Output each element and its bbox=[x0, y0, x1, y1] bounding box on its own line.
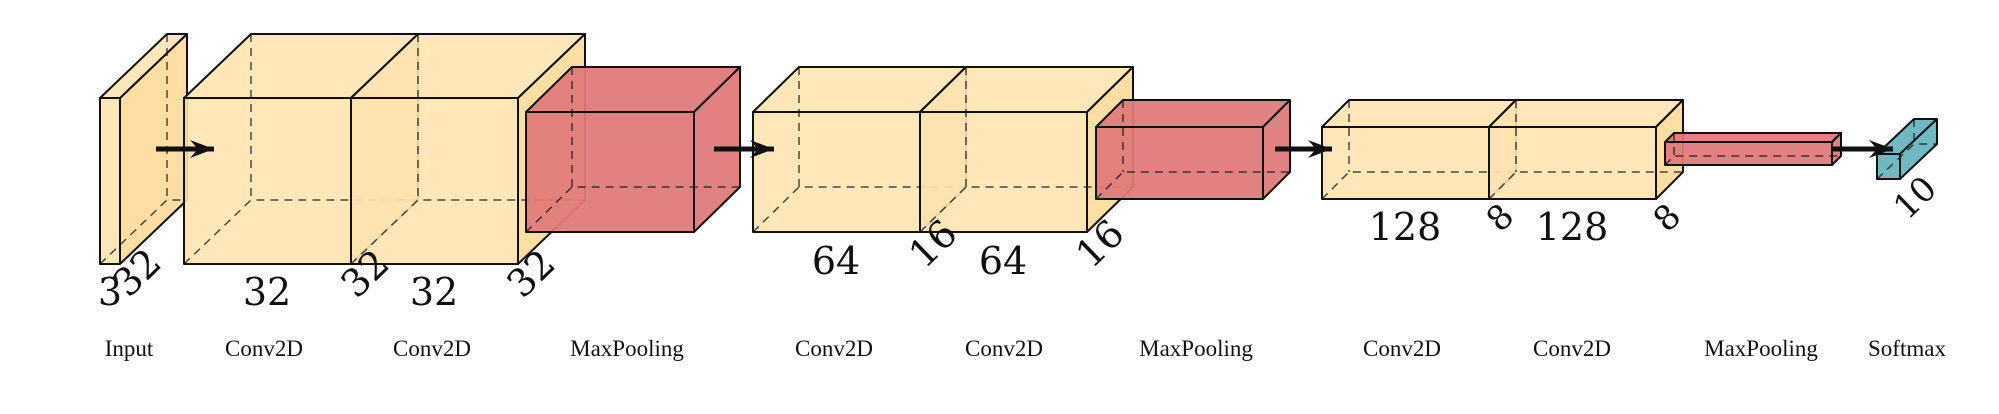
dim-conv5-size: 8 bbox=[1479, 196, 1522, 240]
layer-label-conv2d-5: Conv2D bbox=[1363, 336, 1441, 361]
layer-label-conv2d-4: Conv2D bbox=[965, 336, 1043, 361]
connection-arrows bbox=[156, 140, 1893, 158]
dim-conv6-channels: 128 bbox=[1536, 205, 1609, 249]
arrow-pool2-to-conv bbox=[1275, 140, 1332, 158]
layer-label-conv2d-2: Conv2D bbox=[393, 336, 471, 361]
block-conv2d-6 bbox=[1488, 99, 1684, 200]
dim-input-channels: 3 bbox=[98, 270, 122, 314]
dim-conv5-channels: 128 bbox=[1369, 205, 1442, 249]
layer-label-input: Input bbox=[105, 336, 154, 361]
layer-blocks bbox=[99, 33, 1938, 265]
arrow-input-to-conv bbox=[156, 140, 214, 158]
layer-label-maxpool-2: MaxPooling bbox=[1139, 336, 1253, 361]
dim-conv4-channels: 64 bbox=[979, 239, 1027, 283]
dim-conv1-channels: 32 bbox=[243, 270, 291, 314]
block-maxpool-3 bbox=[1664, 132, 1842, 166]
block-input bbox=[99, 33, 188, 265]
layer-label-conv2d-1: Conv2D bbox=[225, 336, 303, 361]
layer-label-softmax: Softmax bbox=[1868, 336, 1946, 361]
layer-label-conv2d-3: Conv2D bbox=[795, 336, 873, 361]
layer-label-conv2d-6: Conv2D bbox=[1533, 336, 1611, 361]
layer-label-maxpool-3: MaxPooling bbox=[1704, 336, 1818, 361]
layer-labels: Input Conv2D Conv2D MaxPooling Conv2D Co… bbox=[105, 336, 1947, 361]
arrow-pool1-to-conv bbox=[714, 140, 774, 158]
arrow-pool3-to-softmax bbox=[1833, 140, 1893, 158]
dim-conv6-size: 8 bbox=[1646, 196, 1689, 240]
dim-conv2-channels: 32 bbox=[410, 270, 458, 314]
dim-conv3-channels: 64 bbox=[812, 239, 860, 283]
layer-label-maxpool-1: MaxPooling bbox=[570, 336, 684, 361]
block-conv2d-5 bbox=[1321, 99, 1517, 200]
block-softmax bbox=[1876, 118, 1938, 180]
block-maxpool-1 bbox=[525, 66, 741, 233]
block-maxpool-2 bbox=[1095, 99, 1291, 200]
